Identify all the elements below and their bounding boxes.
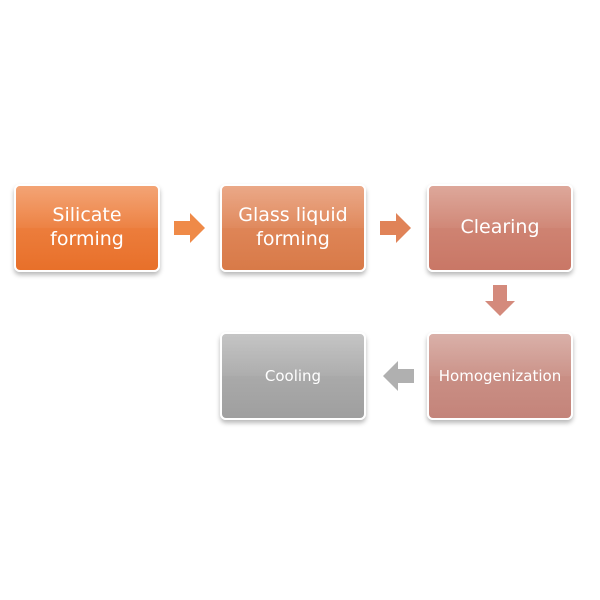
step-clearing-label: Clearing [460,216,540,239]
arrow-homogenization-to-cooling [383,361,414,391]
step-homogenization-label: Homogenization [438,366,562,385]
step-silicate-forming-line1: Silicate [52,204,122,227]
arrow-clearing-to-homogenization [485,285,515,316]
arrow-right-icon [174,213,205,243]
step-glass-liquid-forming: Glass liquid forming [220,184,366,272]
step-clearing: Clearing [427,184,573,272]
step-silicate-forming-label: Silicate forming [50,204,124,252]
step-glass-liquid-forming-line1: Glass liquid [238,204,348,227]
arrow-down-icon [485,285,515,316]
step-glass-liquid-forming-line2: forming [256,228,330,250]
arrow-left-icon [383,361,414,391]
step-cooling-label: Cooling [264,366,322,385]
step-silicate-forming-line2: forming [50,228,124,250]
step-glass-liquid-forming-label: Glass liquid forming [238,204,347,252]
step-homogenization: Homogenization [427,332,573,420]
arrow-silicate-to-glass [174,213,205,243]
arrow-glass-to-clearing [380,213,411,243]
arrow-right-icon [380,213,411,243]
step-cooling: Cooling [220,332,366,420]
step-silicate-forming: Silicate forming [14,184,160,272]
